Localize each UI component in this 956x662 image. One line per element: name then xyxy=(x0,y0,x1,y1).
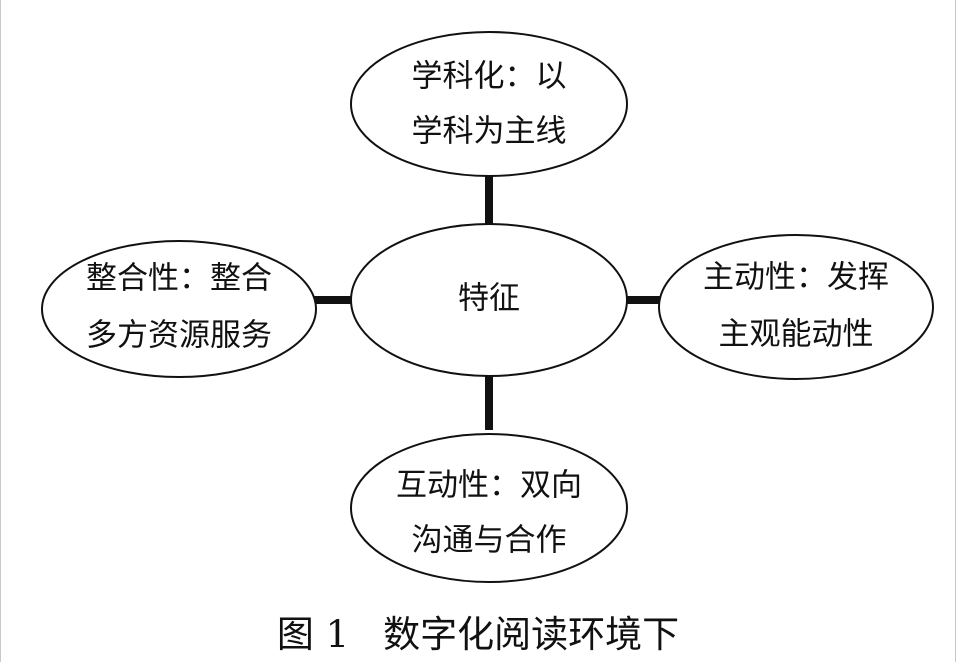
figure-caption: 图 1 数字化阅读环境下 xyxy=(0,612,956,658)
left-node-line1: 整合性：整合 xyxy=(86,261,272,297)
left-node-line2: 多方资源服务 xyxy=(86,318,272,354)
right-node-line1: 主动性：发挥 xyxy=(703,260,889,296)
top-node-line1: 学科化：以 xyxy=(412,59,567,95)
right-node: 主动性：发挥 主观能动性 xyxy=(658,234,934,380)
center-label: 特征 xyxy=(458,281,520,317)
center-node: 特征 xyxy=(350,223,628,377)
left-node: 整合性：整合 多方资源服务 xyxy=(41,240,317,378)
top-node: 学科化：以 学科为主线 xyxy=(350,31,628,177)
bottom-node: 互动性：双向 沟通与合作 xyxy=(350,433,628,583)
figure-number: 图 1 xyxy=(276,613,350,656)
figure-title: 数字化阅读环境下 xyxy=(383,613,680,656)
top-node-line2: 学科为主线 xyxy=(412,114,567,150)
right-node-line2: 主观能动性 xyxy=(719,317,874,353)
bottom-node-line1: 互动性：双向 xyxy=(396,468,582,504)
bottom-node-line2: 沟通与合作 xyxy=(412,523,567,559)
